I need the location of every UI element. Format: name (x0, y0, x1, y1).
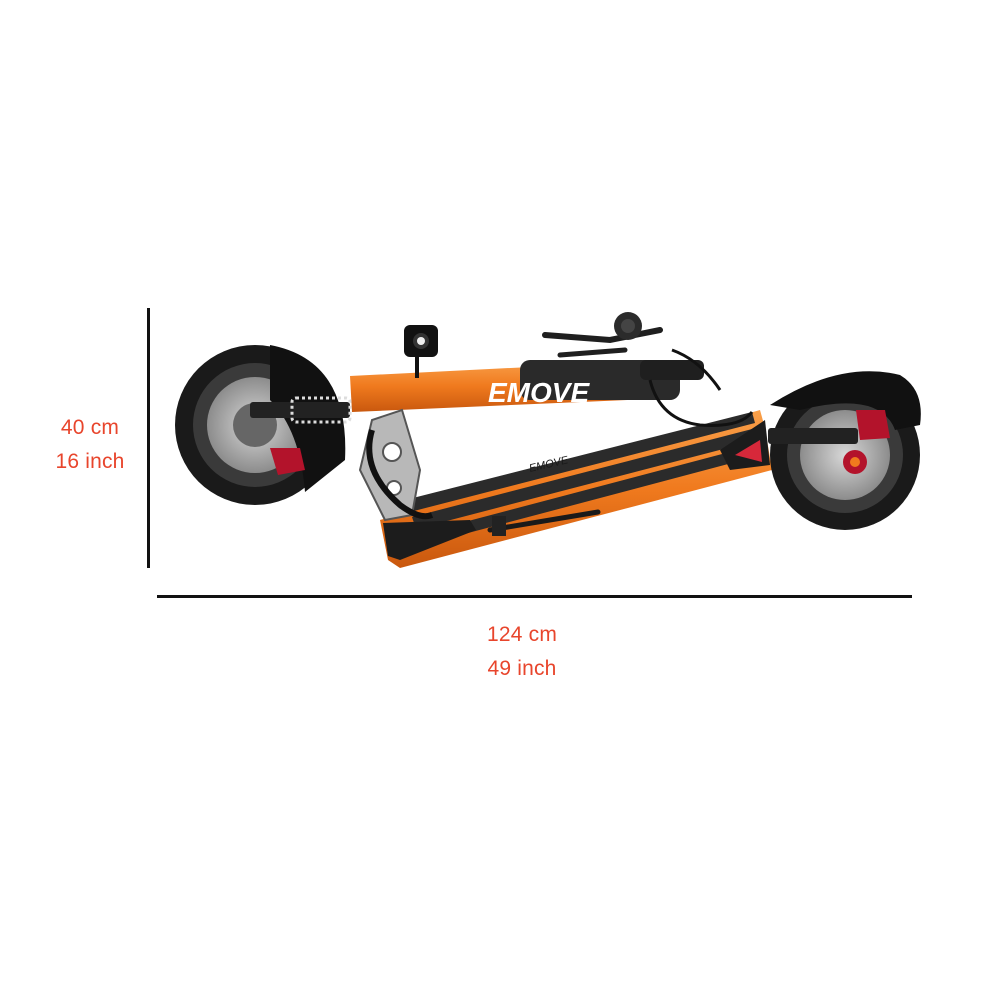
length-dimension-line (157, 595, 912, 598)
length-label: 124 cm 49 inch (470, 618, 574, 686)
hinge-bracket (358, 408, 434, 522)
stem-brand-logo: EMOVE (488, 377, 590, 408)
length-imperial: 49 inch (487, 657, 557, 680)
stem: EMOVE (350, 360, 680, 412)
height-imperial: 16 inch (55, 450, 125, 473)
handlebar (542, 312, 754, 427)
rear-brake-caliper (270, 448, 305, 475)
headlight (404, 325, 438, 378)
front-wheel (768, 371, 921, 530)
length-metric: 124 cm (486, 623, 558, 646)
front-brake-caliper (856, 410, 890, 440)
kickstand (487, 509, 601, 536)
height-metric: 40 cm (60, 416, 120, 439)
height-label: 40 cm 16 inch (48, 411, 132, 479)
height-dimension-line (147, 308, 150, 568)
rear-wheel (175, 345, 352, 505)
deck: EMOVE (380, 410, 772, 568)
